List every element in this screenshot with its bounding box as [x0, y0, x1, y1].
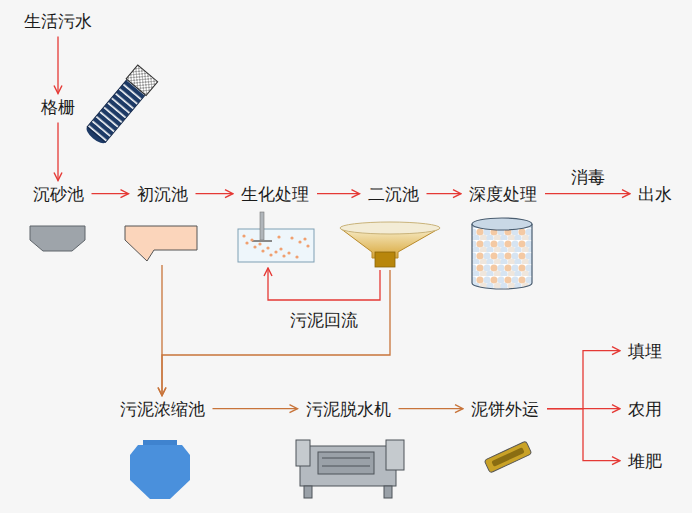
cake-outer: [484, 441, 532, 473]
flow-arrow: [162, 270, 390, 396]
flow-arrow: [92, 193, 129, 194]
thickener-body: [130, 445, 190, 499]
machine-part: [386, 440, 404, 470]
bubble-dot: [261, 249, 264, 252]
step-label: 生化处理: [241, 184, 309, 204]
aeration-tank-icon: [238, 212, 314, 262]
process-step: 出水: [636, 184, 674, 207]
step-label: 沉砂池: [33, 184, 84, 204]
tank-body: [238, 229, 314, 262]
process-step: 初沉池: [135, 184, 190, 263]
step-label: 填埋: [628, 341, 662, 361]
machine-press: [318, 452, 374, 474]
bubble-dot: [274, 250, 277, 253]
step-label: 农用: [628, 399, 662, 419]
funnel-spout: [375, 252, 395, 267]
grating-cap: [126, 65, 157, 96]
bubble-dot: [287, 251, 290, 254]
bubble-dot: [295, 255, 298, 258]
flow-arrow: [547, 351, 620, 409]
flow-arrow: [57, 37, 58, 94]
edge-label: 污泥回流: [290, 310, 358, 330]
bubble-dot: [298, 240, 301, 243]
bubble-dot: [269, 253, 272, 256]
process-step: 沉砂池: [31, 184, 86, 253]
step-label: 格栅: [41, 97, 75, 117]
filter-body: [472, 224, 532, 289]
bubble-dot: [277, 235, 280, 238]
grit-chamber-icon: [30, 226, 85, 251]
process-step: 污泥浓缩池: [118, 399, 207, 501]
cake-inner: [491, 447, 524, 467]
thickener-icon: [130, 440, 190, 499]
edge-label: 消毒: [571, 167, 605, 187]
flow-arrow: [213, 408, 298, 409]
flow-arrow: [547, 409, 620, 461]
step-label: 污泥脱水机: [306, 399, 391, 419]
bubble-dot: [279, 247, 282, 250]
bubble-dot: [250, 238, 253, 241]
flow-arrow: [317, 193, 360, 194]
step-label: 深度处理: [469, 184, 537, 204]
filter-top: [472, 218, 532, 230]
process-step: 农用: [626, 399, 664, 422]
process-step: 深度处理: [467, 184, 539, 290]
mixer-blade: [252, 240, 272, 242]
step-label: 泥饼外运: [471, 399, 539, 419]
process-step: 生化处理: [239, 184, 311, 265]
funnel-rim: [340, 222, 440, 234]
machine-leg: [304, 486, 312, 498]
process-step: 二沉池: [366, 184, 421, 269]
bubble-dot: [303, 237, 306, 240]
step-label: 生活污水: [24, 11, 92, 31]
bubble-dot: [266, 246, 269, 249]
sludge-cake-icon: [484, 441, 532, 473]
step-label: 二沉池: [368, 184, 419, 204]
bubble-dot: [290, 236, 293, 239]
bubble-dot: [242, 234, 245, 237]
process-step: 生活污水: [22, 11, 94, 34]
machine-part: [296, 440, 310, 466]
bubble-dot: [258, 242, 261, 245]
step-label: 出水: [638, 184, 672, 204]
process-step: 泥饼外运: [469, 399, 541, 471]
dewatering-machine-icon: [296, 440, 404, 498]
flow-arrow: [399, 408, 464, 409]
flow-arrow: [427, 193, 462, 194]
machine-body: [300, 446, 396, 486]
mixer-shaft: [260, 212, 264, 240]
process-step: 污泥脱水机: [304, 399, 393, 499]
process-step: 填埋: [626, 341, 664, 364]
grating-body: [87, 79, 145, 142]
step-label: 堆肥: [628, 451, 662, 471]
step-label: 初沉池: [137, 184, 188, 204]
flow-arrow: [268, 268, 380, 300]
process-step: 格栅: [39, 97, 77, 120]
bubble-dot: [306, 244, 309, 247]
bubble-dots: [242, 234, 309, 258]
thickener-rim: [143, 440, 177, 445]
bubble-dot: [282, 254, 285, 257]
filter-tank-icon: [472, 218, 532, 289]
step-label: 污泥浓缩池: [120, 399, 205, 419]
grating-icon: [83, 65, 158, 147]
primary-clarifier-icon: [125, 226, 197, 261]
bubble-dot: [245, 241, 248, 244]
machine-belt: [322, 458, 370, 466]
process-step: 堆肥: [626, 451, 664, 474]
flow-arrow: [196, 193, 234, 194]
secondary-clarifier-icon: [340, 222, 440, 267]
flow-arrow: [545, 193, 630, 194]
bubble-dot: [253, 245, 256, 248]
flow-arrow: [57, 123, 58, 181]
machine-leg: [384, 486, 392, 498]
